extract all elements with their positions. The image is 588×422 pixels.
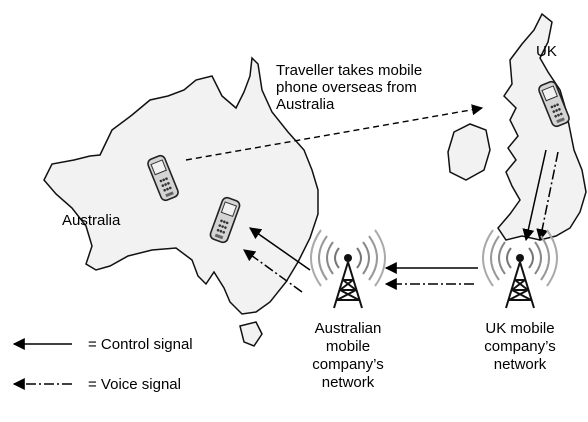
aus-network-label: company’s (312, 356, 384, 373)
aus-network-label: Australian (314, 320, 382, 337)
uk-voice-signal-arrow (536, 151, 559, 242)
travel-path-arrow (185, 104, 484, 161)
uk-map (447, 12, 587, 241)
uk-network-label: company’s (484, 338, 556, 355)
aus-network-label: mobile (325, 338, 371, 355)
aus-network-label: network (321, 374, 375, 391)
australia-label: Australia (62, 212, 121, 229)
uk-network-label: network (493, 356, 547, 373)
australia-map (43, 56, 319, 347)
annotation-line: Traveller takes mobile (276, 62, 423, 79)
uk-control-signal-arrow (522, 149, 547, 242)
aus-voice-signal-arrow (243, 249, 303, 293)
aus-control-signal-arrow (249, 227, 311, 271)
uk-network-label: UK mobile (485, 320, 555, 337)
uk-label: UK (536, 43, 557, 60)
legend-control-label: = Control signal (88, 336, 193, 353)
legend-voice-label: = Voice signal (88, 376, 181, 393)
uk-network-tower-icon (482, 229, 558, 309)
annotation-line: phone overseas from (276, 79, 417, 96)
australian-network-tower-icon (310, 229, 386, 309)
annotation-line: Australia (276, 96, 335, 113)
